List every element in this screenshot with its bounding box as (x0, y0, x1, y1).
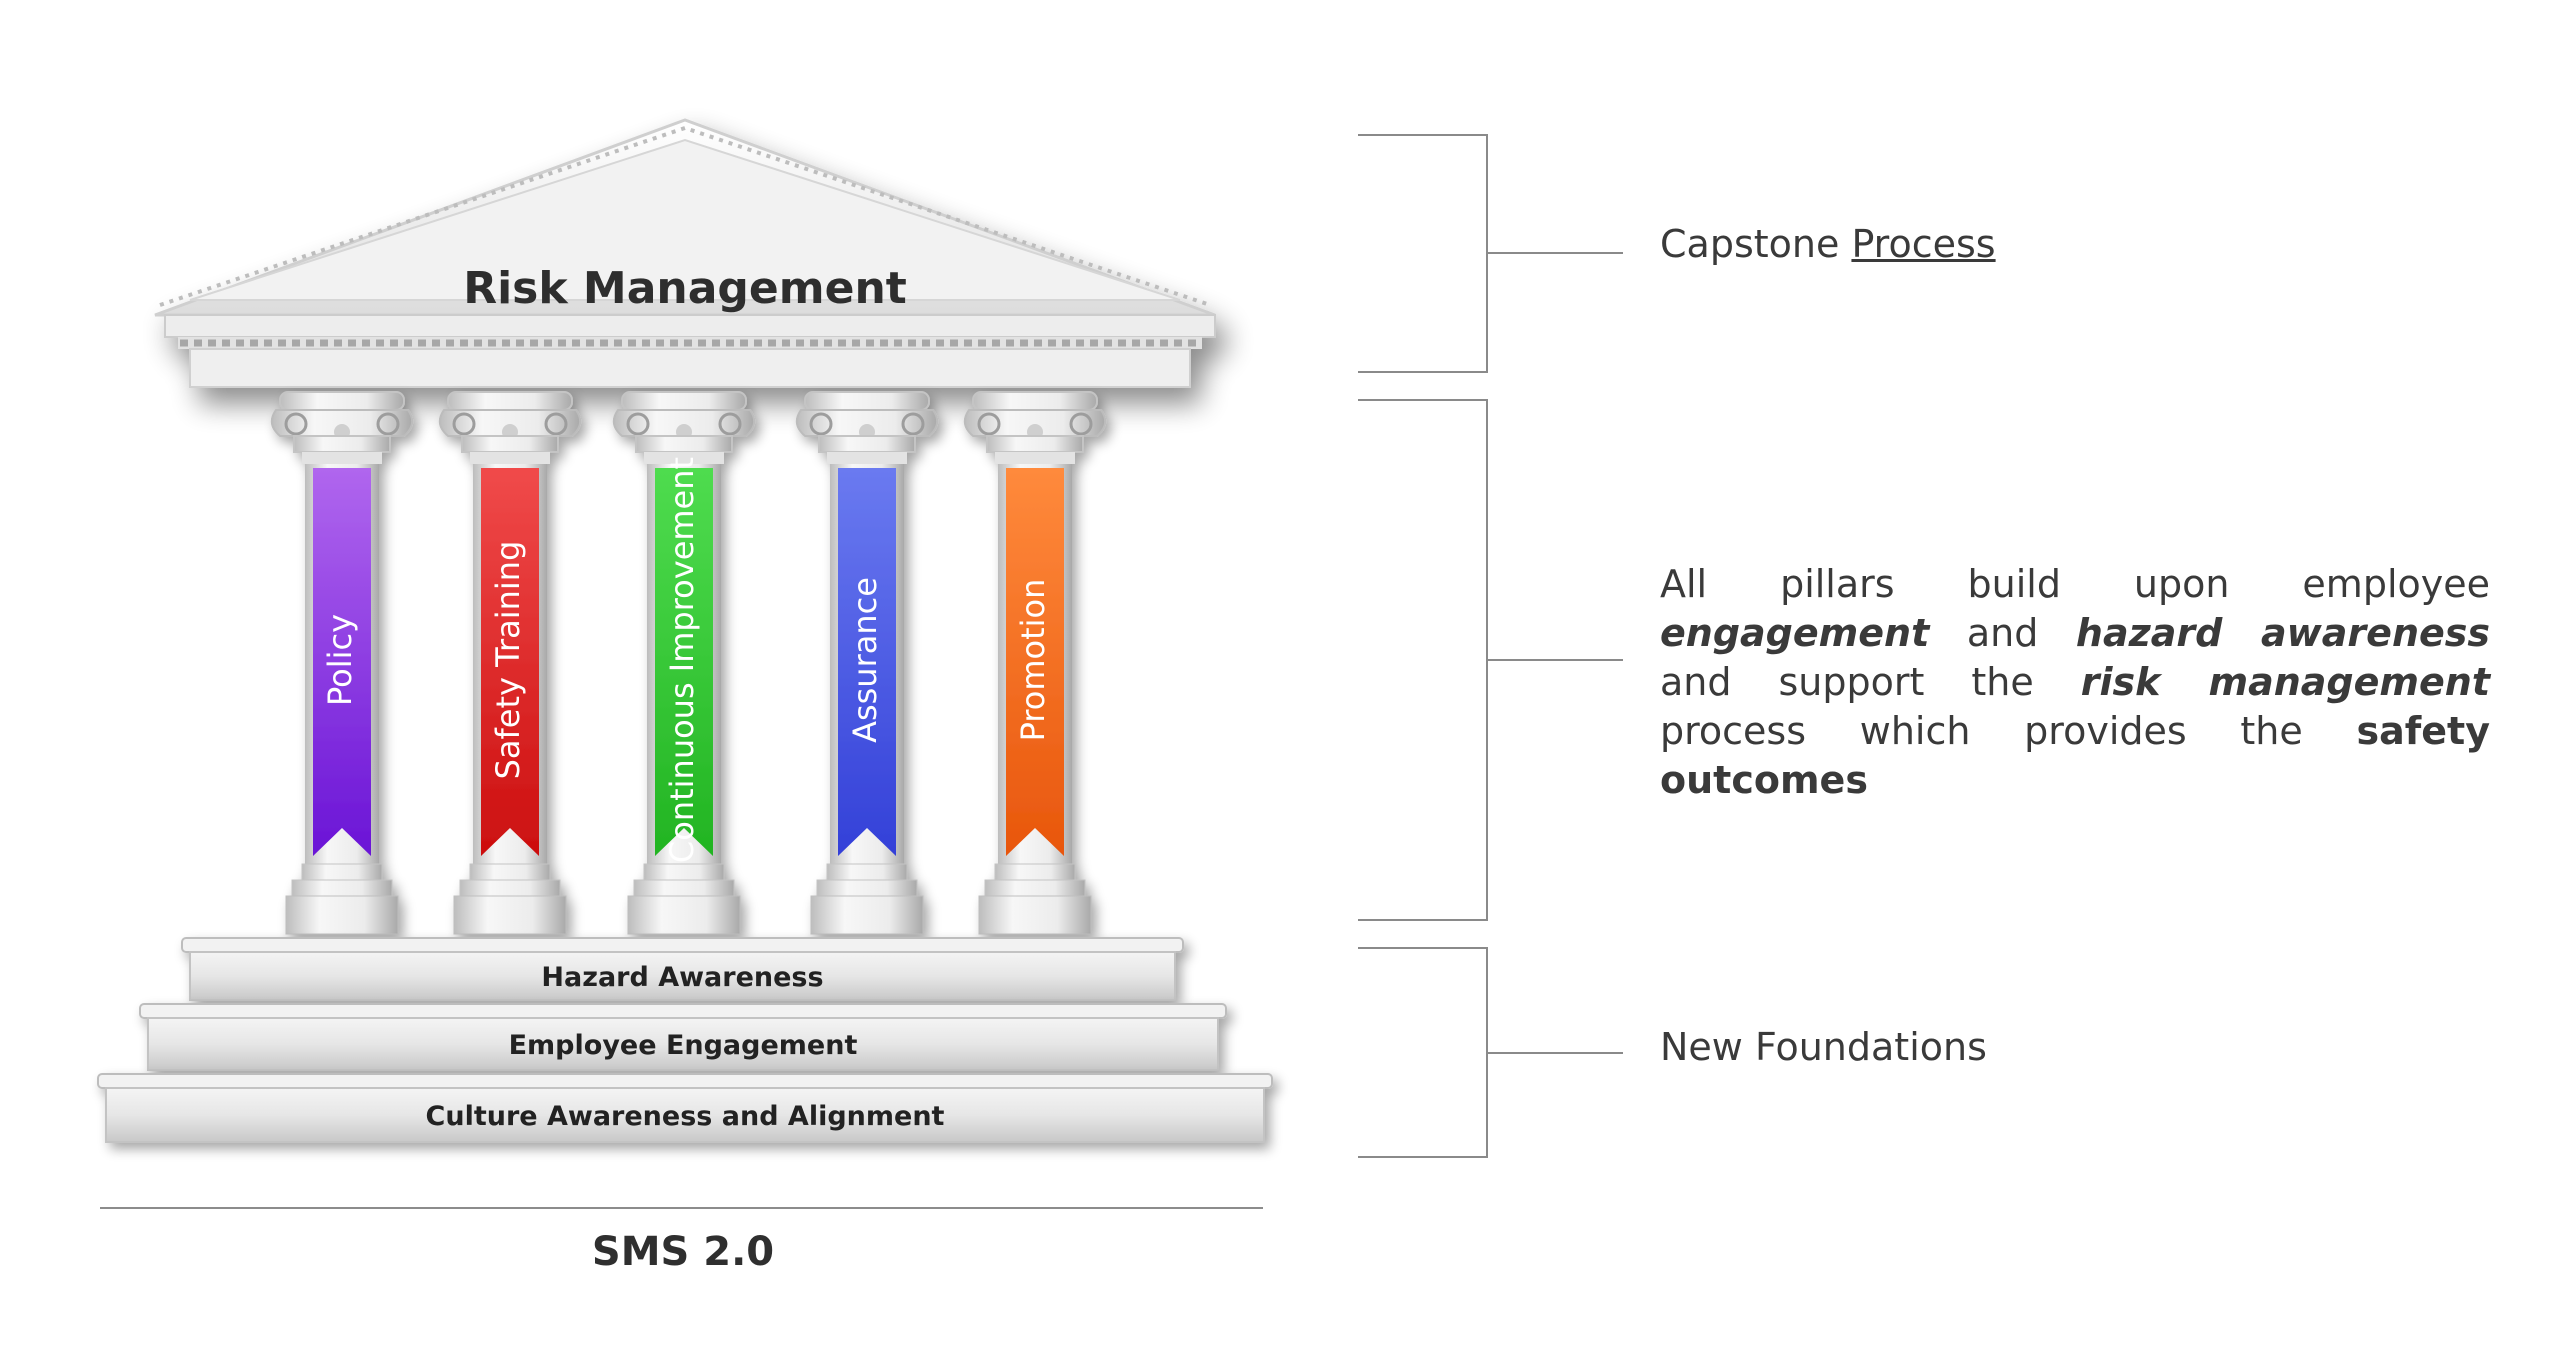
step-lip (139, 1003, 1227, 1019)
pillar: Continuous Improvement (612, 391, 756, 935)
pillar-label: Policy (321, 614, 359, 706)
pillar: Safety Training (438, 391, 582, 935)
step-label: Hazard Awareness (541, 962, 823, 993)
foundation-step: Culture Awareness and Alignment (97, 1073, 1273, 1143)
pillar-scroll (284, 412, 308, 436)
pillar: Policy (270, 391, 414, 935)
pillar-neck (635, 435, 733, 453)
roof-title: Risk Management (463, 263, 907, 314)
pillar-base-ring (643, 863, 725, 881)
pillar-volute (438, 409, 582, 437)
pillar-base-ring (994, 863, 1076, 881)
pillars-text-7: process which provides the (1660, 709, 2357, 753)
step-lip (97, 1073, 1273, 1089)
pillar-scroll (452, 412, 476, 436)
pillar-scroll (626, 412, 650, 436)
pillar-base-ring (826, 863, 908, 881)
pillar-banner (313, 468, 371, 856)
bracket-foundations (1358, 947, 1623, 1158)
pillar-scroll (809, 412, 833, 436)
pillars-group: Policy Safety Training Continuous Improvem… (270, 391, 1107, 935)
pillar-banner (481, 468, 539, 856)
pillar-scroll (376, 412, 400, 436)
pillars-text-risk-management: risk management (2080, 660, 2490, 704)
pillars-annotation: All pillars build upon employee engageme… (1660, 560, 2490, 805)
step-body (147, 1017, 1219, 1071)
foundation-step: Employee Engagement (139, 1003, 1227, 1071)
capstone-text: Capstone (1660, 222, 1852, 266)
pillar-base-torus (459, 879, 561, 897)
pillar-capital (972, 391, 1098, 411)
pillars-text-3: and (1929, 611, 2076, 655)
bracket-pillars (1358, 399, 1623, 921)
step-label: Culture Awareness and Alignment (426, 1101, 945, 1132)
pillar-volute (963, 409, 1107, 437)
pillar-capital (279, 391, 405, 411)
pillar-neck-ring (470, 452, 550, 464)
pillar-banner (655, 468, 713, 856)
pillar: Promotion (963, 391, 1107, 935)
pillar-label: Safety Training (489, 541, 527, 780)
pillar-scroll (901, 412, 925, 436)
step-body (105, 1087, 1265, 1143)
pillar-label: Promotion (1014, 579, 1052, 742)
pillar-neck-ring (995, 452, 1075, 464)
pillars-text-safety-outcomes: safety outcomes (1660, 709, 2490, 802)
pillar-base-torus (633, 879, 735, 897)
base-title: SMS 2.0 (592, 1229, 774, 1275)
pillar-capital (804, 391, 930, 411)
pillar-banner (1006, 468, 1064, 856)
capstone-process-text: Process (1851, 222, 1996, 266)
pillar-volute (270, 409, 414, 437)
roof-pediment: Risk Management (154, 118, 1216, 388)
foundation-step: Hazard Awareness (181, 937, 1184, 1001)
pillar-plinth (810, 895, 924, 935)
pillar-base-torus (816, 879, 918, 897)
pillar-base-torus (291, 879, 393, 897)
pillar-base-ring (469, 863, 551, 881)
bracket-capstone (1358, 134, 1623, 373)
foundations-annotation: New Foundations (1660, 1025, 1987, 1069)
pillar-label: Assurance (846, 577, 884, 743)
step-label: Employee Engagement (509, 1030, 858, 1061)
pillar-base-torus (984, 879, 1086, 897)
pillar-capital (621, 391, 747, 411)
pillar-plinth (627, 895, 741, 935)
pillar-scroll (1069, 412, 1093, 436)
pillars-text-5: and support the (1660, 660, 2081, 704)
pillar-label: Continuous Improvement (663, 457, 701, 863)
pillar-capital (447, 391, 573, 411)
pillar-plinth (285, 895, 399, 935)
pillar-neck (986, 435, 1084, 453)
pillar-scroll (544, 412, 568, 436)
pillar-plinth (453, 895, 567, 935)
pillar-base-ring (301, 863, 383, 881)
pillar-neck (818, 435, 916, 453)
pillar-neck-ring (644, 452, 724, 464)
pillars-text-1: All pillars build upon employee (1660, 562, 2490, 606)
pillar-neck (461, 435, 559, 453)
pillar-banner (838, 468, 896, 856)
pillar-neck-ring (827, 452, 907, 464)
step-lip (181, 937, 1184, 953)
pillar: Assurance (795, 391, 939, 935)
pillars-text-engagement: engagement (1660, 611, 1930, 655)
pillar-scroll (718, 412, 742, 436)
step-body (189, 951, 1176, 1001)
pillar-neck-ring (302, 452, 382, 464)
capstone-annotation: Capstone Process (1660, 222, 1996, 266)
pillar-plinth (978, 895, 1092, 935)
pillar-volute (795, 409, 939, 437)
pillars-text-hazard-awareness: hazard awareness (2075, 611, 2491, 655)
pillar-volute (612, 409, 756, 437)
pillar-neck (293, 435, 391, 453)
pillar-scroll (977, 412, 1001, 436)
